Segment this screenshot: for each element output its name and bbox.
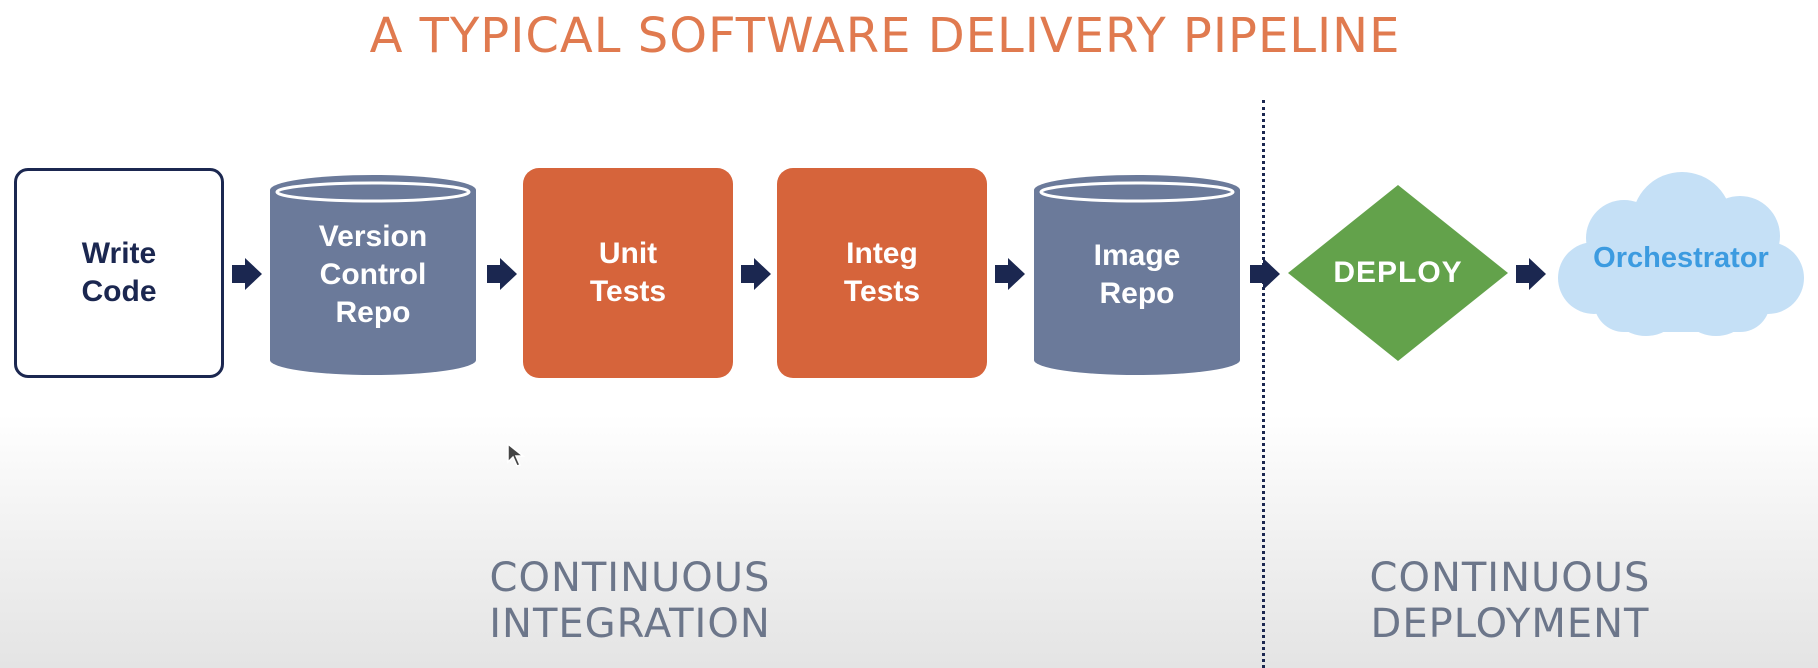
ci-label-line2: INTEGRATION bbox=[489, 601, 771, 647]
image-repo-step: Image Repo bbox=[1032, 172, 1242, 377]
orchestrator-label: Orchestrator bbox=[1593, 241, 1769, 274]
continuous-integration-label: CONTINUOUS INTEGRATION bbox=[446, 555, 814, 647]
cloud-icon bbox=[1558, 172, 1804, 336]
deploy-step: DEPLOY bbox=[1288, 185, 1508, 361]
unit-tests-label-line2: Tests bbox=[589, 275, 667, 308]
write-code-step: Write Code bbox=[14, 168, 224, 378]
arrow-right-icon bbox=[487, 258, 517, 290]
arrow-right-icon bbox=[1516, 258, 1546, 290]
arrow-right-icon bbox=[741, 258, 771, 290]
mouse-cursor-icon bbox=[506, 442, 528, 468]
cd-label-line2: DEPLOYMENT bbox=[1370, 601, 1650, 647]
unit-tests-step: Unit Tests bbox=[523, 168, 733, 378]
deploy-label: DEPLOY bbox=[1333, 256, 1463, 289]
write-code-label-line2: Code bbox=[81, 275, 157, 308]
arrow-right-icon bbox=[232, 258, 262, 290]
cd-label-line1: CONTINUOUS bbox=[1369, 555, 1651, 601]
ci-label-line1: CONTINUOUS bbox=[489, 555, 771, 601]
unit-tests-label-line1: Unit bbox=[598, 237, 658, 270]
version-control-label-line1: Version bbox=[318, 219, 428, 253]
arrow-right-icon bbox=[995, 258, 1025, 290]
version-control-repo-step: Version Control Repo bbox=[268, 172, 478, 377]
integ-tests-step: Integ Tests bbox=[777, 168, 987, 378]
ci-cd-divider bbox=[1262, 100, 1265, 668]
integ-tests-label-line1: Integ bbox=[846, 237, 918, 270]
write-code-label-line1: Write bbox=[81, 237, 157, 270]
continuous-deployment-label: CONTINUOUS DEPLOYMENT bbox=[1340, 555, 1680, 647]
image-repo-label-line1: Image bbox=[1093, 238, 1181, 272]
page-title: A TYPICAL SOFTWARE DELIVERY PIPELINE bbox=[369, 8, 1401, 64]
version-control-label-line2: Control bbox=[319, 257, 427, 291]
integ-tests-label-line2: Tests bbox=[843, 275, 921, 308]
arrow-right-icon bbox=[1250, 258, 1280, 290]
version-control-label-line3: Repo bbox=[335, 295, 411, 329]
image-repo-label-line2: Repo bbox=[1099, 276, 1175, 310]
orchestrator-cloud: Orchestrator bbox=[1554, 170, 1808, 346]
